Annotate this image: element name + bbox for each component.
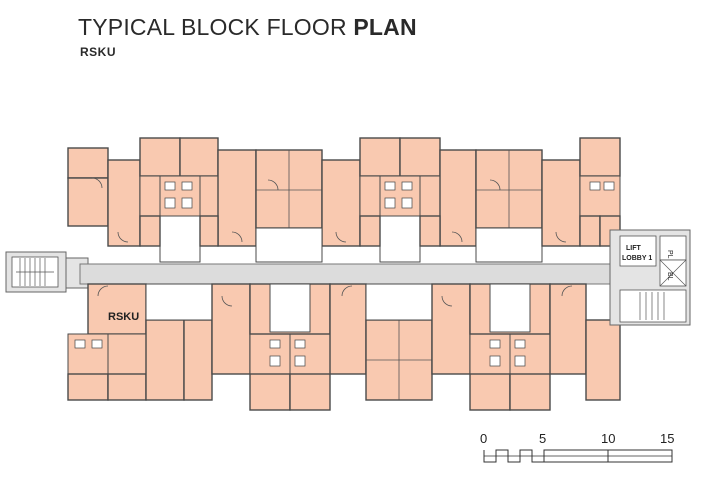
lift-lobby-label-line2: LOBBY 1 [622,255,652,262]
top-wing-units [67,137,621,263]
bl-label: BL [666,272,673,281]
unit-label-rsku: RSKU [108,311,139,323]
scale-label-10: 10 [601,431,615,446]
title-bold: PLAN [353,14,417,40]
scale-label-15: 15 [660,431,674,446]
left-stair-core [5,251,89,293]
bathroom-fixtures [74,181,615,367]
lift-lobby-label-line1: LIFT [626,245,641,252]
title-light: TYPICAL BLOCK FLOOR [78,14,354,40]
pl-label: PL [666,250,673,259]
right-core [609,229,691,326]
bottom-wing-units [67,283,621,411]
door-swings [91,177,573,307]
scale-bar: 0 5 10 15 [480,431,674,463]
page-subtitle: RSKU [80,45,117,59]
scale-label-0: 0 [480,431,487,446]
main-corridor [79,263,611,285]
page-title: TYPICAL BLOCK FLOOR PLAN [78,14,417,41]
scale-label-5: 5 [539,431,546,446]
